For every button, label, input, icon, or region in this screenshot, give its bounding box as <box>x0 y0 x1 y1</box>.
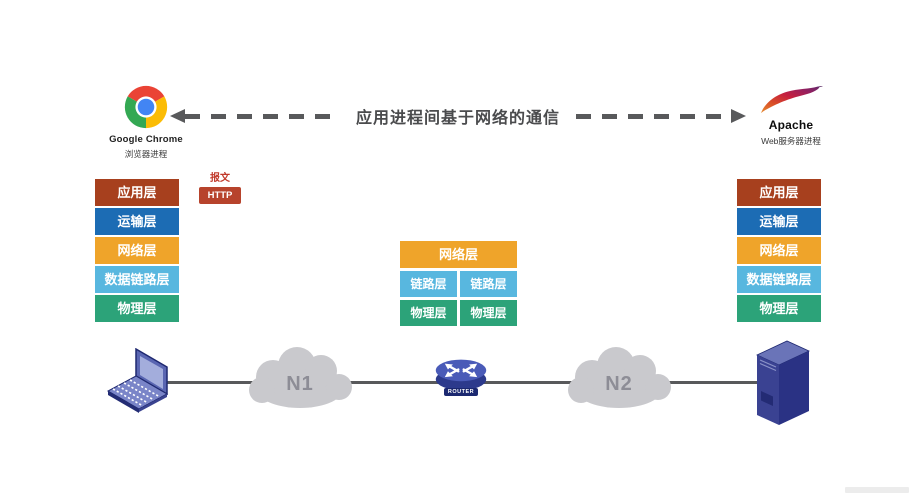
client-name: Google Chrome <box>109 134 183 145</box>
layer-datalink-left: 数据链路层 <box>95 266 179 293</box>
communication-arrow: 应用进程间基于网络的通信 <box>170 104 747 128</box>
apache-feather-icon <box>761 86 823 113</box>
layer-network-right: 网络层 <box>737 237 821 264</box>
server-endpoint: Apache Web服务器进程 <box>733 86 849 147</box>
cloud-n2-label: N2 <box>605 373 633 395</box>
dashed-line-right <box>576 113 732 119</box>
router-device-label: ROUTER <box>443 388 479 396</box>
layer-datalink-right: 数据链路层 <box>737 266 821 293</box>
arrowhead-left-icon <box>170 109 185 123</box>
router-right-interface: 链路层 物理层 <box>460 271 517 326</box>
network-cloud-n2: N2 <box>562 345 676 419</box>
cloud-n1-label: N1 <box>286 373 314 395</box>
layer-transport-right: 运输层 <box>737 208 821 235</box>
router-protocol-stack: 网络层 链路层 物理层 链路层 物理层 <box>400 241 517 326</box>
cloud-icon <box>568 347 671 408</box>
watermark <box>845 487 909 493</box>
layer-network-left: 网络层 <box>95 237 179 264</box>
network-cloud-n1: N1 <box>243 345 357 419</box>
router-device: ROUTER <box>433 356 489 396</box>
layer-physical-left: 物理层 <box>95 295 179 322</box>
arrowhead-right-icon <box>731 109 747 123</box>
layer-application-left: 应用层 <box>95 179 179 206</box>
diagram-title: 应用进程间基于网络的通信 <box>356 110 561 127</box>
laptop-icon <box>106 347 184 421</box>
layer-application-right: 应用层 <box>737 179 821 206</box>
message-annotation: 报文 HTTP <box>199 169 241 204</box>
cloud-icon <box>249 347 352 408</box>
router-layer-physical-right: 物理层 <box>460 300 517 326</box>
router-layer-physical-left: 物理层 <box>400 300 457 326</box>
host-left-protocol-stack: 应用层 运输层 网络层 数据链路层 物理层 <box>95 179 179 322</box>
server-tower-icon <box>751 339 815 432</box>
server-name: Apache <box>768 118 814 132</box>
host-right-protocol-stack: 应用层 运输层 网络层 数据链路层 物理层 <box>737 179 821 322</box>
dashed-line-left <box>185 113 340 119</box>
router-layer-network: 网络层 <box>400 241 517 268</box>
layer-physical-right: 物理层 <box>737 295 821 322</box>
client-endpoint: Google Chrome 浏览器进程 <box>98 84 194 160</box>
router-layer-link-left: 链路层 <box>400 271 457 297</box>
client-role: 浏览器进程 <box>124 149 168 159</box>
router-left-interface: 链路层 物理层 <box>400 271 457 326</box>
chrome-icon <box>124 85 168 129</box>
server-role: Web服务器进程 <box>761 136 821 146</box>
router-layer-link-right: 链路层 <box>460 271 517 297</box>
message-label: 报文 <box>210 173 230 184</box>
router-icon <box>435 359 487 391</box>
http-tag: HTTP <box>199 187 241 204</box>
layer-transport-left: 运输层 <box>95 208 179 235</box>
